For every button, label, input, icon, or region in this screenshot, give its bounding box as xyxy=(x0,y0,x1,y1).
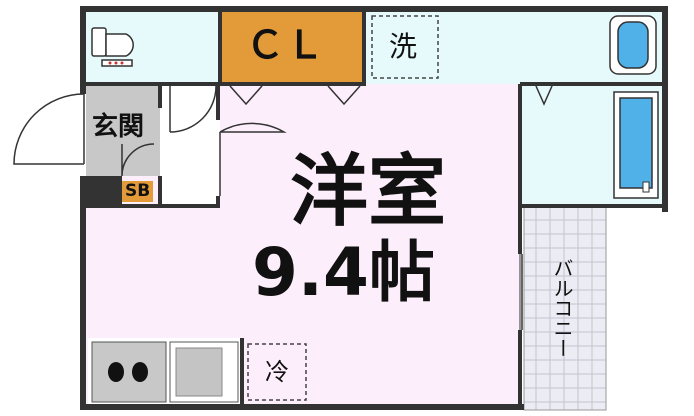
shoe-box-label: SB xyxy=(122,181,154,202)
fridge-space xyxy=(247,343,307,401)
main-room-name: 洋室 xyxy=(290,147,447,237)
balcony-label: バルコニー xyxy=(550,258,574,358)
closet-floor xyxy=(222,12,364,84)
entrance-floor xyxy=(86,86,160,176)
entrance-label: 玄関 xyxy=(92,112,145,142)
bathtub-icon xyxy=(613,91,659,199)
washer-label: 洗 xyxy=(389,30,418,63)
main-room-size: 9.4帖 xyxy=(252,234,435,311)
washer-space xyxy=(371,15,439,79)
stove-icon xyxy=(91,341,167,403)
sink-icon xyxy=(169,341,239,403)
doors xyxy=(13,85,553,330)
wash-basin-icon xyxy=(609,15,657,75)
closet-label: ＣＬ xyxy=(246,23,327,67)
fridge-label: 冷 xyxy=(265,358,289,386)
corridor-floor xyxy=(160,86,220,204)
walls xyxy=(80,6,668,410)
